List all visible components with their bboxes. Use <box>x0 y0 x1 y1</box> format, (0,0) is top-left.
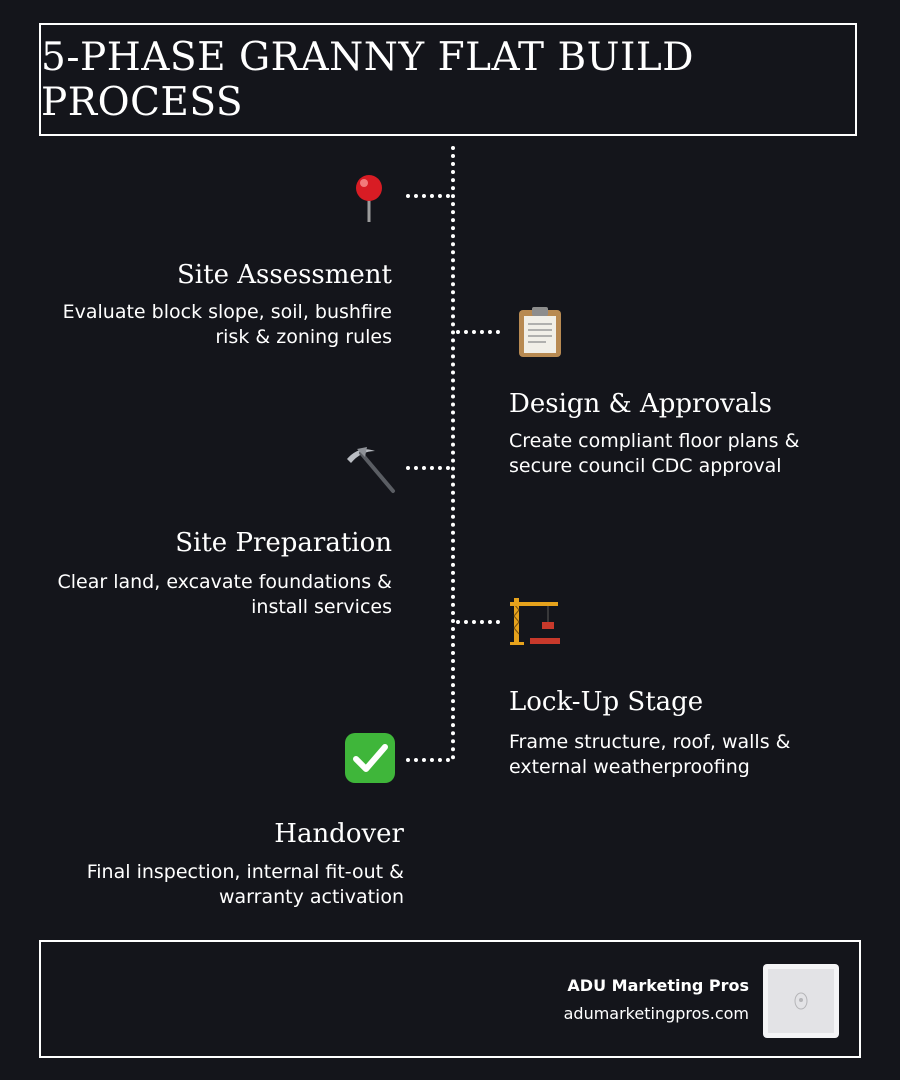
footer-box: ADU Marketing Pros adumarketingpros.com <box>39 940 861 1058</box>
logo-placeholder-icon <box>768 969 834 1033</box>
step-title-site-assessment: Site Assessment <box>177 260 392 290</box>
brand-url[interactable]: adumarketingpros.com <box>563 1004 749 1023</box>
crane-icon <box>508 594 562 648</box>
step-title-lock-up-stage: Lock-Up Stage <box>509 687 704 717</box>
connector-1 <box>406 194 450 198</box>
step-desc-lock-up-stage: Frame structure, roof, walls & external … <box>509 731 791 778</box>
brand-name: ADU Marketing Pros <box>567 976 749 995</box>
title-box: 5-PHASE GRANNY FLAT BUILD PROCESS <box>39 23 857 136</box>
step-title-site-preparation: Site Preparation <box>175 528 392 558</box>
clipboard-icon <box>513 305 567 359</box>
pickaxe-icon <box>343 443 397 497</box>
step-desc-site-preparation: Clear land, excavate foundations & insta… <box>57 571 392 618</box>
connector-2 <box>456 330 500 334</box>
step-desc-handover: Final inspection, internal fit-out & war… <box>86 861 404 908</box>
page-title: 5-PHASE GRANNY FLAT BUILD PROCESS <box>41 34 695 125</box>
map-pin-icon <box>343 172 397 226</box>
step-title-handover: Handover <box>274 819 404 849</box>
check-mark-icon <box>343 731 397 785</box>
connector-4 <box>456 620 500 624</box>
step-desc-site-assessment: Evaluate block slope, soil, bushfire ris… <box>62 301 392 348</box>
connector-5 <box>406 758 450 762</box>
step-desc-design-approvals: Create compliant floor plans & secure co… <box>509 430 800 477</box>
brand-logo <box>763 964 839 1038</box>
timeline-line <box>451 146 455 760</box>
step-title-design-approvals: Design & Approvals <box>509 389 772 419</box>
connector-3 <box>406 466 450 470</box>
